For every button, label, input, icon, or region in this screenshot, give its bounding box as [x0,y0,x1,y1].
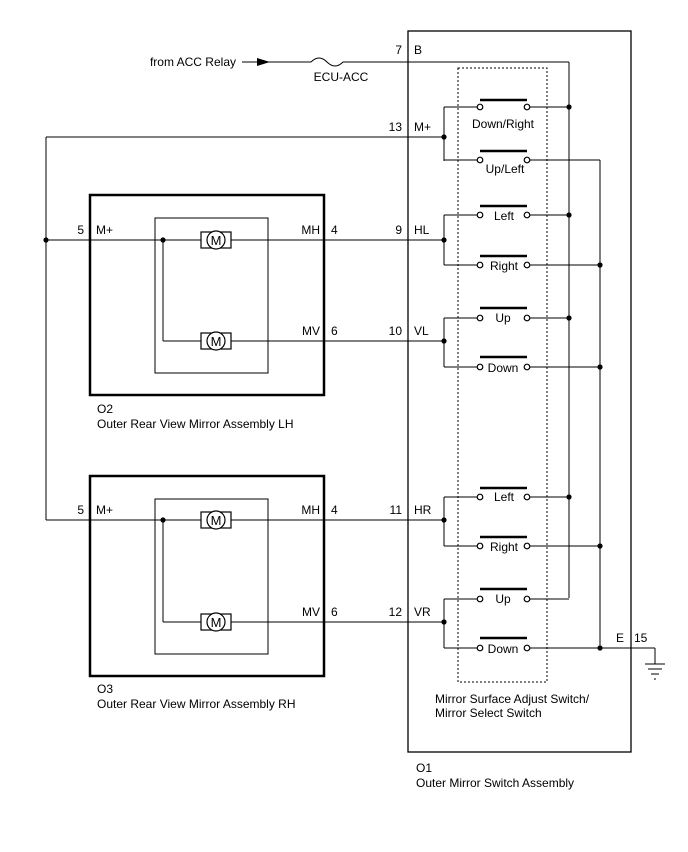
mirror-rh-inner-box [154,498,269,655]
pin-mplus-num: 13 [389,120,403,134]
mirror-rh-code: O3 [97,682,113,696]
switch-inner-label-2: Mirror Select Switch [435,706,542,720]
svg-text:M: M [211,334,222,349]
switch-up-rh [444,587,569,603]
lh-pin-mplus-num: 5 [77,223,84,237]
mirror-lh-name: Outer Rear View Mirror Assembly LH [97,417,294,431]
rh-pin-mv-num: 6 [331,605,338,619]
lh-pin-mplus-name: M+ [96,223,113,237]
svg-text:M: M [211,615,222,630]
mirror-lh-code: O2 [97,402,113,416]
switch-up-lh [444,306,569,322]
pin-hr-name: HR [414,503,432,517]
switch-down-right [444,98,569,111]
motor-icon: M [200,510,232,530]
switch-down-rh [444,636,531,652]
switch-label-right-rh: Right [490,540,519,554]
rh-pin-mh-num: 4 [331,503,338,517]
mirror-lh-inner-box [154,217,269,374]
switch-left-rh [444,486,569,501]
mirror-lh-box [88,193,326,397]
lh-pin-mv-num: 6 [331,324,338,338]
switch-down-lh [444,355,600,371]
acc-relay-label: from ACC Relay [150,55,236,69]
pin-vl-name: VL [414,324,429,338]
pin-b-num: 7 [395,43,402,57]
mirror-rh-box [88,474,326,678]
motor-icon: M [200,230,232,250]
switch-right-lh [444,254,600,269]
switch-label-up-rh: Up [495,592,511,606]
switch-label-left-rh: Left [494,490,515,504]
switch-up-left [444,149,531,164]
junction-dots [43,104,603,651]
lh-pin-mh-name: MH [301,223,320,237]
pin-e-name: E [616,631,624,645]
pin-vr-name: VR [414,605,431,619]
lh-pin-mv-name: MV [302,324,320,338]
motor-icon: M [200,331,232,351]
switch-inner-label-1: Mirror Surface Adjust Switch/ [435,692,590,706]
switch-assembly-box [407,30,632,753]
rh-pin-mplus-name: M+ [96,503,113,517]
ground-icon [645,663,665,680]
fuse-icon [310,57,344,67]
switch-dashed-box [457,67,548,683]
pin-e-num: 15 [634,631,648,645]
pin-hl-name: HL [414,223,430,237]
pin-b-name: B [414,43,422,57]
pin-vl-num: 10 [389,324,403,338]
rh-pin-mv-name: MV [302,605,320,619]
switch-label-left-lh: Left [494,209,515,223]
svg-text:M: M [211,233,222,248]
svg-text:M: M [211,513,222,528]
pin-hr-num: 11 [390,503,403,517]
switch-label-down-right: Down/Right [472,117,535,131]
switch-assembly-code: O1 [416,761,432,775]
lh-pin-mh-num: 4 [331,223,338,237]
mirror-rh-name: Outer Rear View Mirror Assembly RH [97,697,296,711]
motor-icon: M [200,612,232,632]
switch-label-up-left: Up/Left [486,162,525,176]
switch-left-lh [444,204,569,219]
switch-label-up-lh: Up [495,311,511,325]
switch-label-right-lh: Right [490,259,519,273]
pin-hl-num: 9 [395,223,402,237]
switch-label-down-rh: Down [488,642,519,656]
switch-right-rh [444,535,600,550]
switch-label-down-lh: Down [488,361,519,375]
rh-pin-mplus-num: 5 [77,503,84,517]
fuse-label: ECU-ACC [314,70,369,84]
pin-vr-num: 12 [389,605,403,619]
rh-pin-mh-name: MH [301,503,320,517]
pin-mplus-name: M+ [414,120,431,134]
switch-assembly-name: Outer Mirror Switch Assembly [416,776,574,790]
